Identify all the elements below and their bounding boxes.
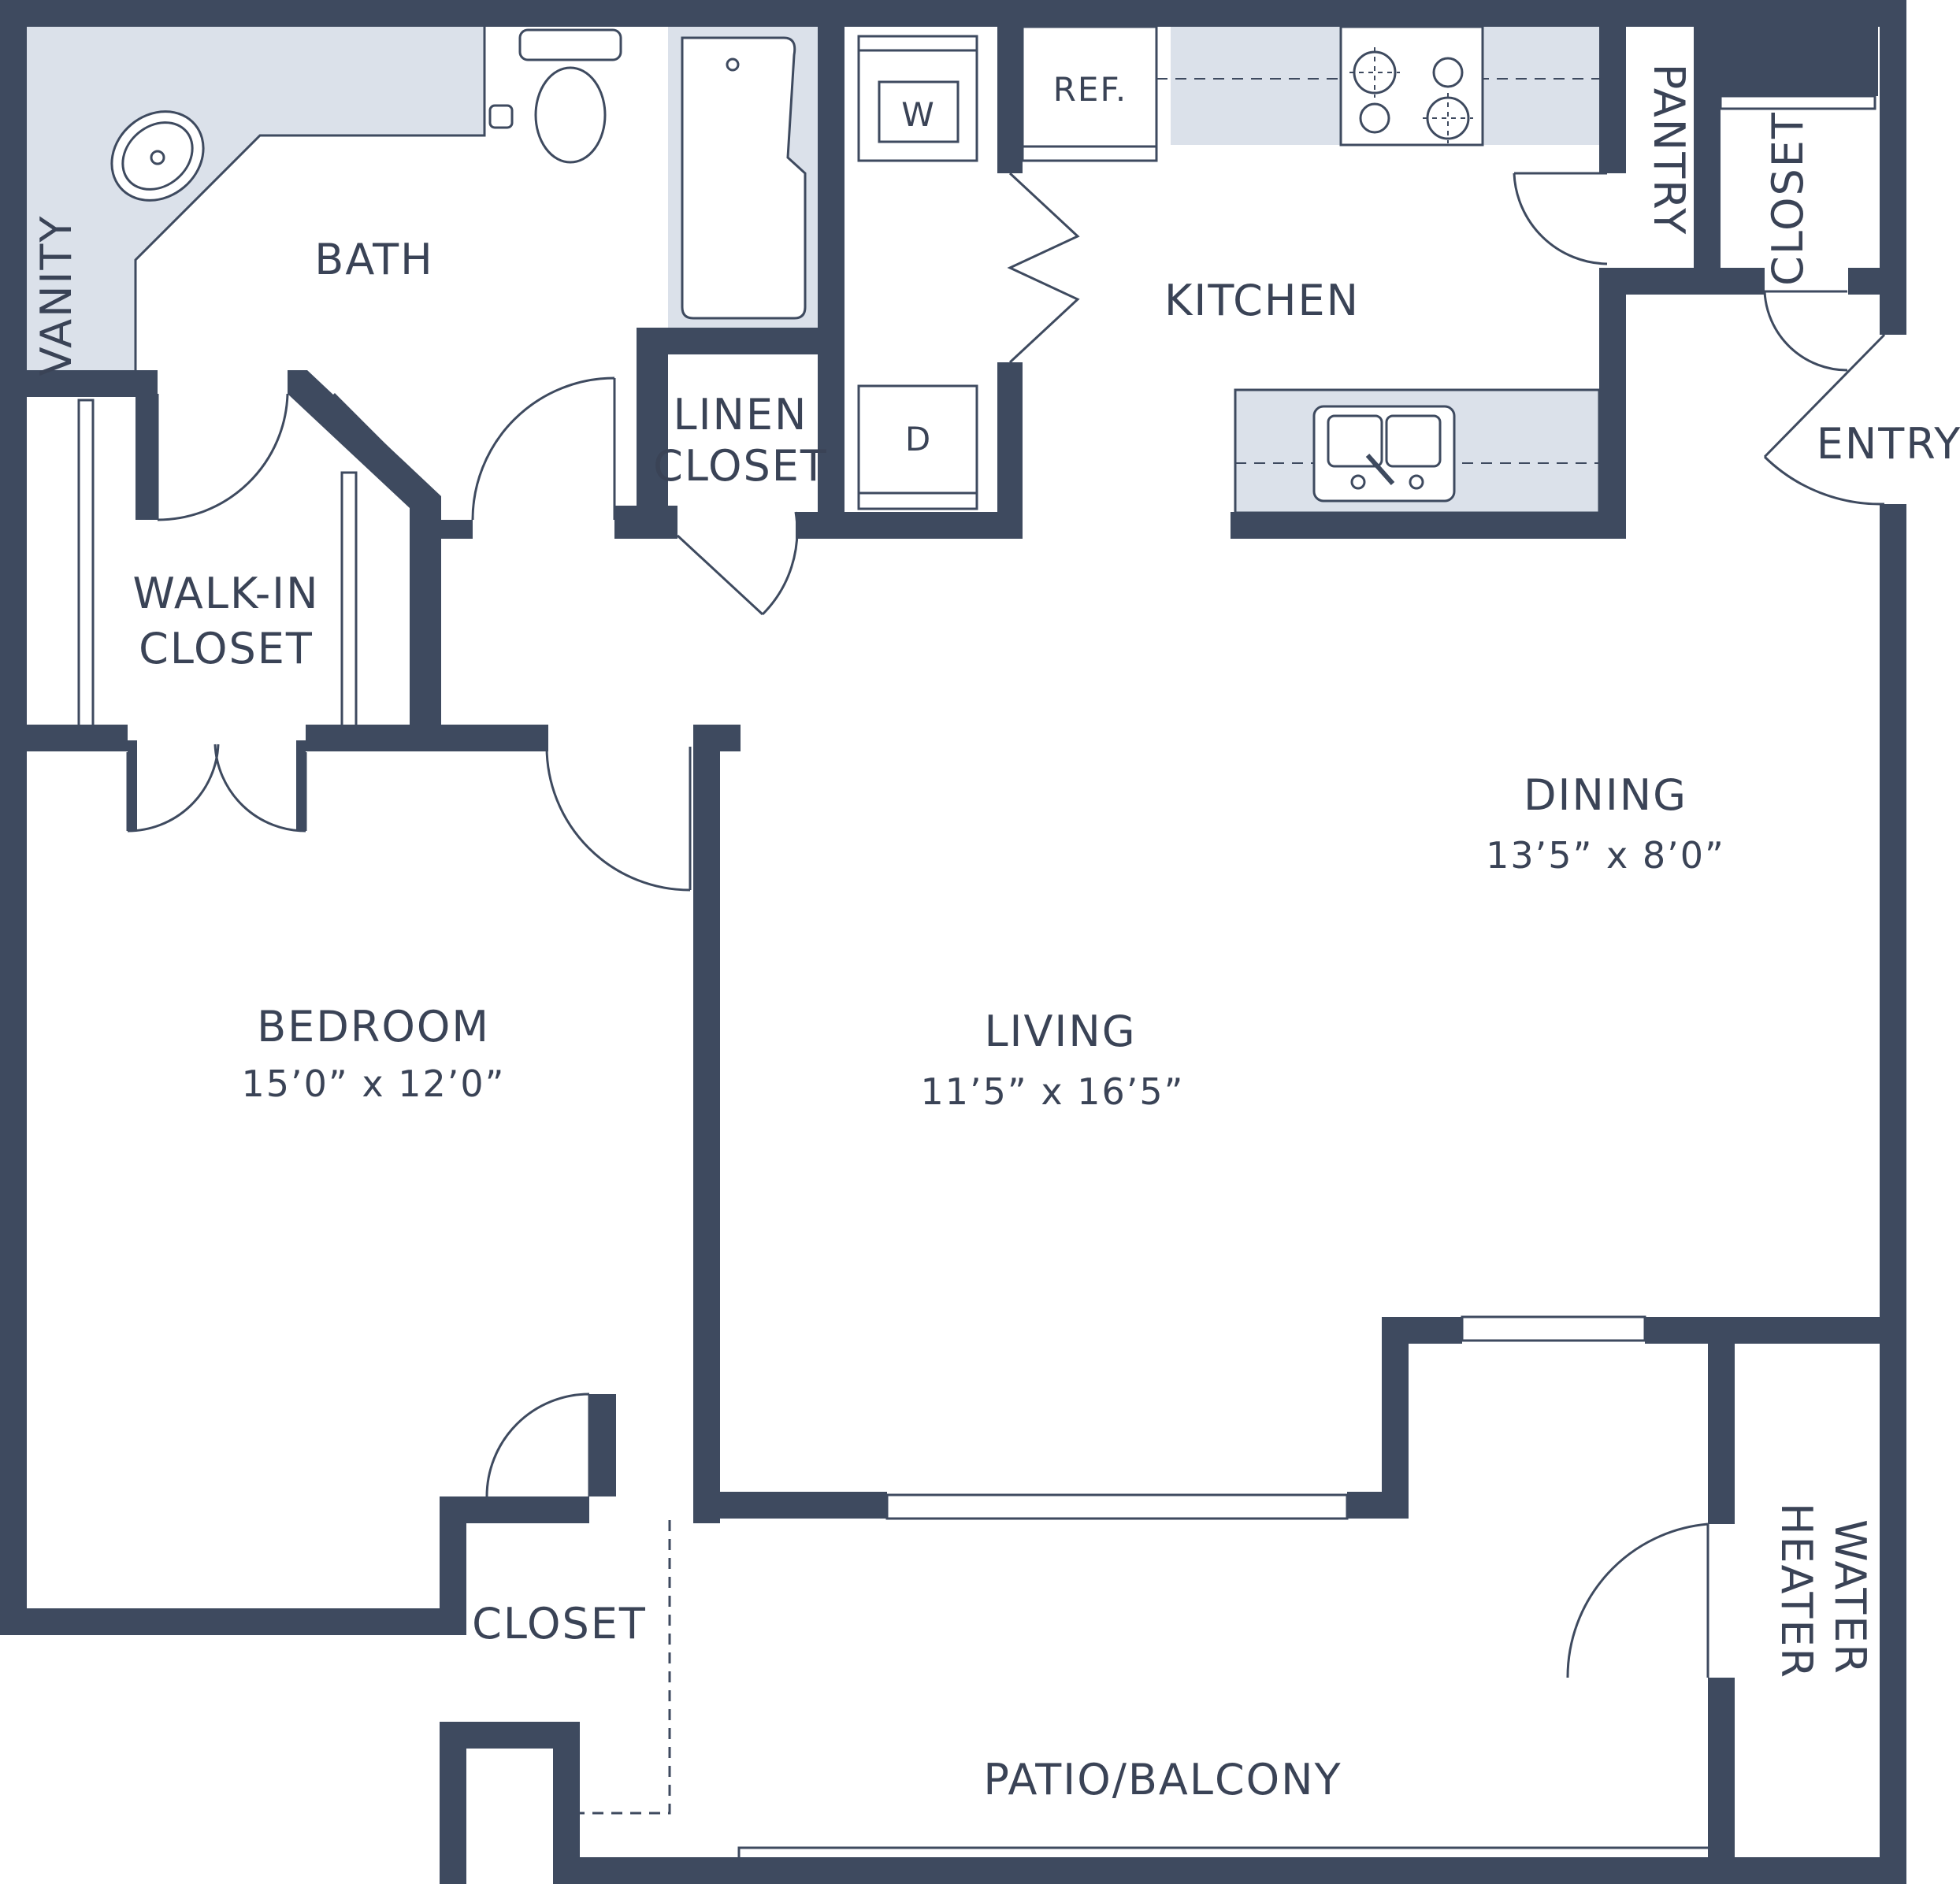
label-refrigerator: REF. xyxy=(1053,70,1127,109)
label-walkin-2: CLOSET xyxy=(139,624,314,673)
vanity-sink xyxy=(110,110,205,202)
kitchen-bifold xyxy=(1007,172,1080,364)
label-patio: PATIO/BALCONY xyxy=(983,1755,1342,1804)
water-heater-door xyxy=(1566,1522,1709,1678)
walls xyxy=(0,0,1906,1884)
label-kitchen: KITCHEN xyxy=(1164,276,1360,325)
label-water-heater-1: WATER xyxy=(1825,1519,1875,1675)
doors xyxy=(126,172,1886,1678)
dryer xyxy=(857,384,978,510)
label-vanity: VANITY xyxy=(32,215,81,376)
toilet xyxy=(488,28,622,164)
refrigerator xyxy=(1021,25,1158,162)
labels: BATH VANITY KITCHEN PANTRY CLOSET ENTRY … xyxy=(32,64,1960,1804)
label-pantry: PANTRY xyxy=(1644,64,1694,236)
entry-door xyxy=(1763,333,1886,506)
label-bath: BATH xyxy=(314,235,433,284)
label-closet-bedroom: CLOSET xyxy=(472,1599,647,1648)
label-linen-2: CLOSET xyxy=(653,441,828,491)
vanity-edge xyxy=(134,27,486,370)
vanity-counter xyxy=(27,27,484,370)
label-water-heater-2: HEATER xyxy=(1772,1503,1821,1679)
pantry-door xyxy=(1513,172,1608,265)
bath-door xyxy=(471,376,616,521)
label-washer: W xyxy=(901,95,936,134)
label-dryer: D xyxy=(905,420,932,458)
closet-shelf xyxy=(580,1520,671,1815)
label-dining: DINING xyxy=(1524,770,1687,820)
label-living: LIVING xyxy=(984,1007,1136,1056)
kitchen-sink xyxy=(1312,405,1456,503)
range xyxy=(1339,25,1484,146)
label-linen-1: LINEN xyxy=(674,390,808,439)
dims-dining: 13’5” x 8’0” xyxy=(1486,834,1725,877)
dims-living: 11’5” x 16’5” xyxy=(921,1070,1185,1113)
entry-closet-door xyxy=(1763,290,1848,372)
bathtub xyxy=(681,36,807,320)
label-entry: ENTRY xyxy=(1817,419,1960,469)
label-closet-entry: CLOSET xyxy=(1763,111,1813,286)
dims-bedroom: 15’0” x 12’0” xyxy=(242,1063,506,1105)
washer xyxy=(857,35,978,162)
bedroom-door xyxy=(545,746,692,892)
label-bedroom: BEDROOM xyxy=(257,1002,490,1051)
label-walkin-1: WALK-IN xyxy=(132,569,319,618)
